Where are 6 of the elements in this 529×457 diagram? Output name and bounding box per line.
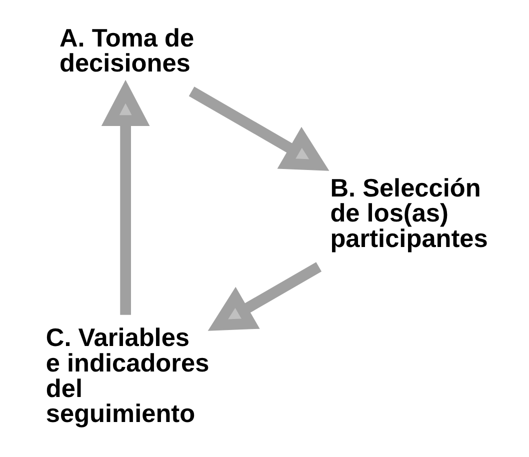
arrow [188, 86, 329, 171]
node-text: A. Toma de decisiones [58, 24, 194, 78]
arrow [100, 80, 150, 315]
node-text: B. Selección de los(as) participantes [330, 174, 488, 253]
arrow [207, 262, 322, 331]
node-text: C. Variables e indicadores del seguimiento [45, 324, 209, 428]
